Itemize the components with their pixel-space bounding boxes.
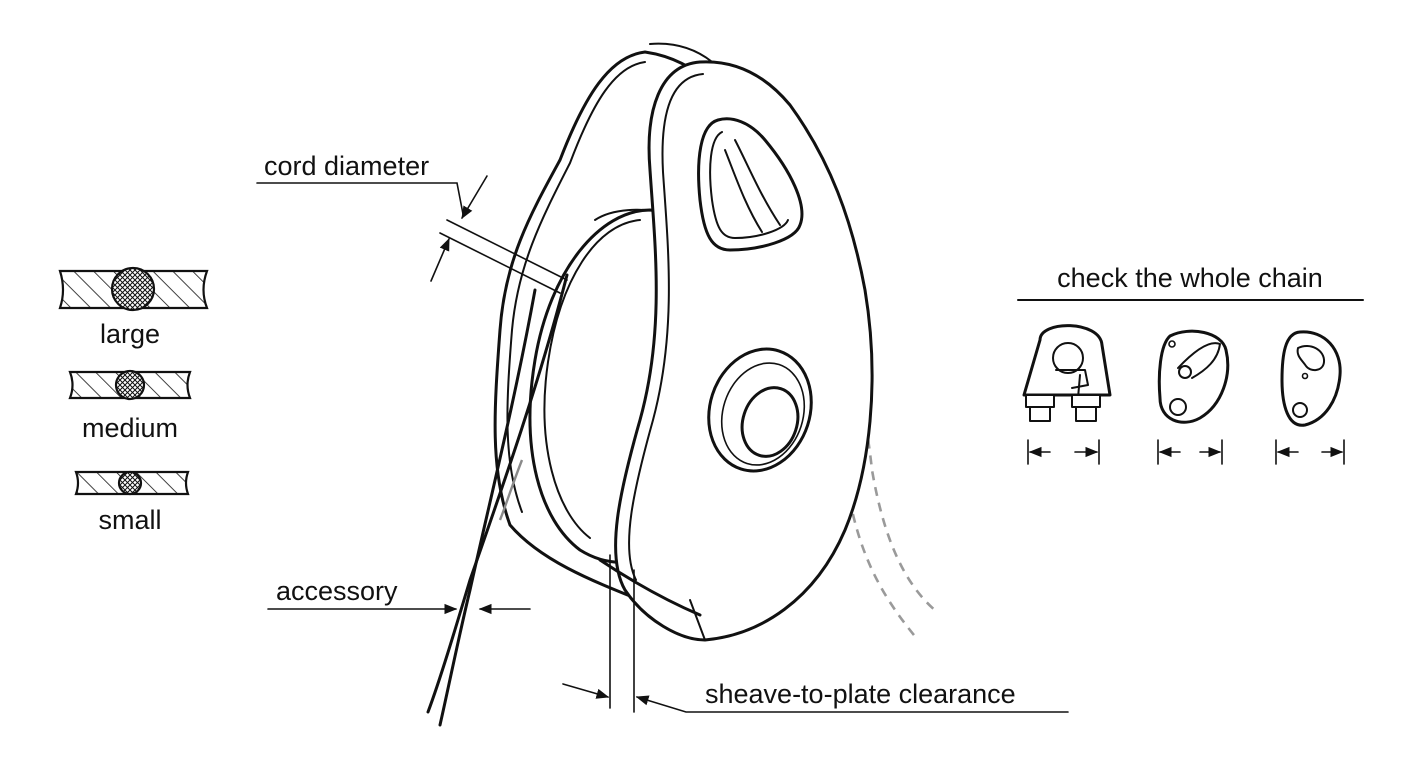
wire-rope-clip-icon [1022, 324, 1112, 422]
cord-section-medium [68, 369, 192, 401]
size-label-medium: medium [82, 413, 178, 443]
clearance-label: sheave-to-plate clearance [705, 679, 1016, 709]
cord-size-legend: large medium small [58, 266, 209, 535]
dimension-arrow-grab [1157, 439, 1223, 465]
cord-diameter-label: cord diameter [264, 151, 429, 181]
accessory-callout: accessory [267, 576, 531, 615]
accessory-label: accessory [276, 576, 398, 606]
carabiner-plate-icon [1280, 330, 1342, 427]
axle-hub [707, 347, 813, 473]
size-label-small: small [98, 505, 161, 535]
cord-diameter-callout: cord diameter [256, 151, 568, 294]
check-chain-label: check the whole chain [1057, 263, 1323, 293]
arrow-icon [461, 175, 488, 220]
chain-check-group: check the whole chain [1017, 263, 1364, 465]
pulley-icon [426, 42, 938, 727]
cord-section-small [74, 470, 190, 496]
dimension-arrow-clip [1027, 439, 1100, 465]
size-label-large: large [100, 319, 160, 349]
clearance-callout: sheave-to-plate clearance [562, 554, 1069, 713]
accessory-cord [426, 273, 569, 714]
rope-grab-icon [1157, 329, 1230, 424]
dimension-arrow-plate [1275, 439, 1345, 465]
cord-section-large [58, 266, 209, 312]
front-side-plate [614, 60, 874, 642]
